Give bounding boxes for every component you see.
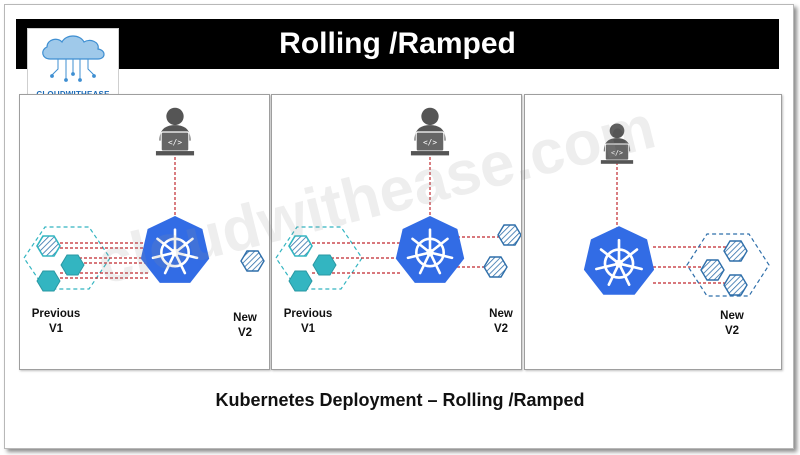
pod-v1-icon [60,254,85,276]
pod-v2-icon [483,256,508,278]
page-title: Rolling /Ramped [279,27,516,60]
kubernetes-icon [394,214,466,285]
cloud-logo-icon [42,35,105,82]
developer-laptop-icon [410,107,450,157]
pod-group-boundary [686,233,770,297]
pod-v2-icon [723,274,748,296]
pod-v1-icon [312,254,337,276]
previous-version-label: Previous V1 [31,308,81,335]
diagram-caption: Kubernetes Deployment – Rolling /Ramped [215,390,585,410]
pod-v1-icon [288,270,313,292]
developer-laptop-icon [600,122,634,165]
pod-v1-icon [288,235,313,257]
new-version-label: New V2 [233,312,257,339]
pod-v2-icon [723,240,748,262]
pod-v1-icon [36,235,61,257]
pod-v2-icon [240,250,265,272]
pod-v2-icon [700,259,725,281]
new-version-label: New V2 [720,310,744,337]
previous-version-label: Previous V1 [283,308,333,335]
panel-stage-2: Previous V1 New V2 [271,94,522,370]
pod-v2-icon [497,224,521,246]
panel-stage-3: New V2 [524,94,782,370]
kubernetes-icon [582,224,656,297]
kubernetes-icon [139,214,211,285]
panel-stage-1: Previous V1 New V2 [19,94,270,370]
pod-group-boundary [275,226,363,290]
new-version-label: New V2 [489,308,513,335]
pod-v1-icon [36,270,61,292]
pod-group-boundary [23,226,111,290]
title-bar: Rolling /Ramped [16,19,779,69]
developer-laptop-icon [155,107,195,157]
